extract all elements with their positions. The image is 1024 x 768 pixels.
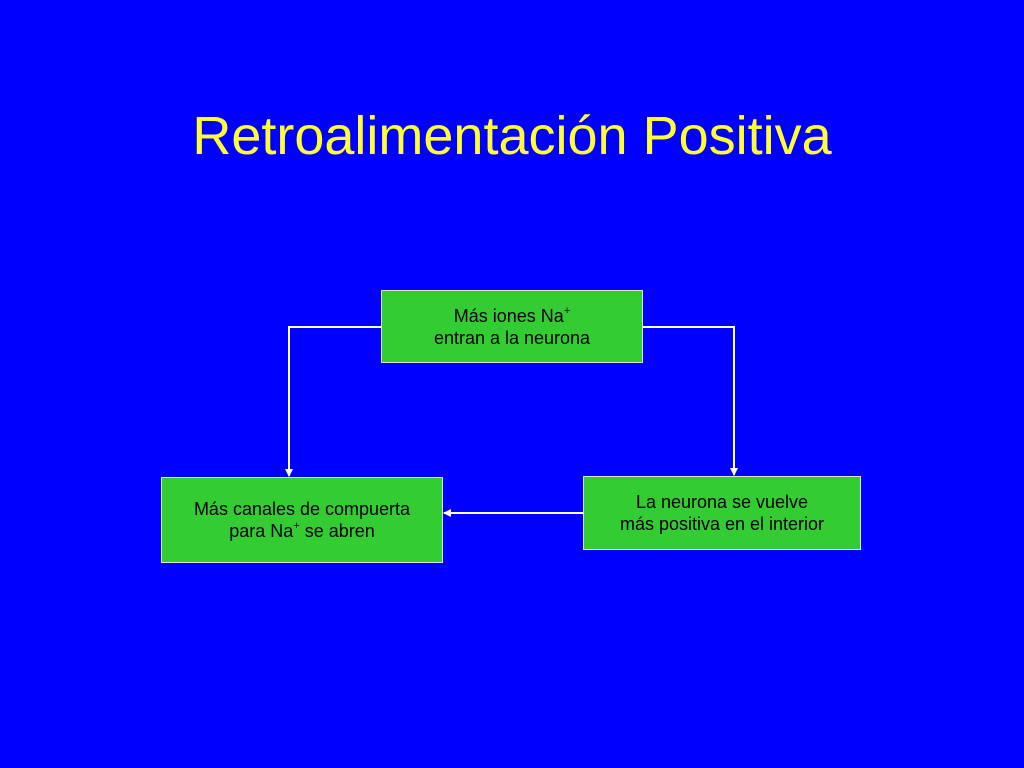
arrow-top-to-right — [643, 326, 738, 476]
arrow-top-to-left — [285, 326, 381, 477]
na-charge-superscript: + — [293, 520, 300, 532]
node-left-line1: Más canales de compuerta — [193, 499, 411, 519]
node-left-text2-post: se abren — [299, 521, 375, 541]
node-left-text2-pre: para Na — [229, 521, 294, 541]
node-channels-open: Más canales de compuerta para Na+ se abr… — [161, 477, 443, 563]
node-top-line2: entran a la neurona — [433, 327, 591, 348]
node-neuron-more-positive: La neurona se vuelve más positiva en el … — [583, 476, 861, 550]
node-right-line2: más positiva en el interior — [619, 514, 825, 534]
node-sodium-ions-enter: Más iones Na+ entran a la neurona — [381, 290, 643, 363]
na-charge-superscript: + — [563, 304, 571, 317]
slide-title: Retroalimentación Positiva — [192, 106, 832, 166]
node-left-line2: para Na+ se abren — [229, 520, 375, 542]
node-top-text1: Más iones Na — [453, 305, 564, 326]
node-right-line1: La neurona se vuelve — [635, 492, 809, 512]
node-top-line1: Más iones Na+ — [454, 305, 571, 327]
